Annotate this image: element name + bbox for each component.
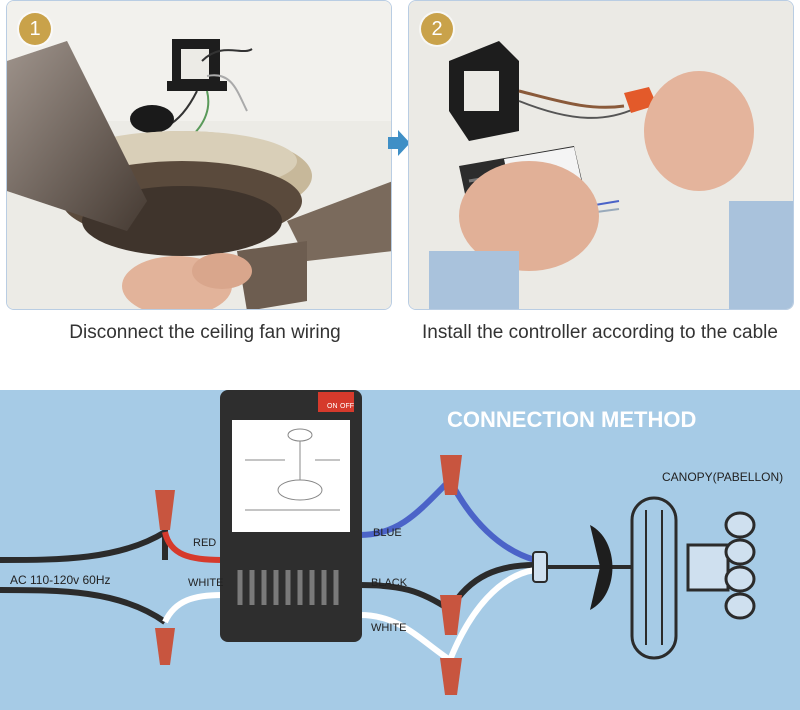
wire-label-white-output: WHITE	[371, 622, 406, 634]
input-wire-black	[0, 526, 168, 563]
mounting-bracket	[449, 41, 519, 141]
input-wire-white	[162, 592, 223, 624]
switch-off-label: OFF	[340, 403, 354, 410]
canopy-housing	[630, 496, 678, 660]
hands	[429, 71, 793, 309]
arrow-right-icon	[388, 130, 410, 156]
step-1-caption: Disconnect the ceiling fan wiring	[69, 322, 341, 343]
step-1-photo: 1	[6, 0, 392, 310]
wire-nut-icon	[155, 628, 175, 665]
wire-nut-icon	[440, 658, 462, 695]
wire-nut-icon	[440, 455, 462, 495]
diagram-title: CONNECTION METHOD	[447, 407, 696, 432]
ceiling-fan-illustration	[7, 1, 391, 309]
canopy-cover	[590, 525, 613, 610]
output-wire-white-2	[447, 567, 536, 662]
input-wire-red	[162, 531, 223, 563]
wire-label-blue: BLUE	[373, 527, 402, 539]
output-wire-white	[359, 612, 452, 663]
output-wire-blue	[359, 477, 453, 538]
canopy-label: CANOPY(PABELLON)	[662, 470, 783, 484]
switch-on-label: ON	[327, 403, 338, 410]
hands	[122, 253, 252, 309]
controller-install-illustration	[409, 1, 793, 309]
dip-switch	[318, 392, 354, 412]
wire-label-red: RED	[193, 537, 216, 549]
wire-label-white-input: WHITE	[188, 577, 223, 589]
wire-nut-icon	[624, 87, 657, 113]
input-wire-black-2	[0, 587, 167, 625]
power-label: AC 110-120v 60Hz	[10, 573, 111, 587]
wire-label-black: BLACK	[371, 577, 408, 589]
controller-module: ON OFF	[220, 390, 362, 642]
step-2-badge: 2	[421, 13, 453, 45]
step-1-badge: 1	[19, 13, 51, 45]
wire-connector	[532, 551, 548, 583]
motor-coils	[724, 511, 756, 620]
connection-diagram: ON OFF	[0, 390, 800, 710]
wire-nut-icon	[155, 490, 175, 530]
step-2-caption: Install the controller according to the …	[422, 322, 778, 343]
step-2-photo: 2	[408, 0, 794, 310]
wire-nut-icon	[440, 595, 462, 635]
fan-blades	[7, 41, 391, 309]
fan-motor	[686, 543, 730, 592]
wiring-label-sticker	[232, 420, 350, 532]
mounting-bracket	[167, 39, 227, 91]
